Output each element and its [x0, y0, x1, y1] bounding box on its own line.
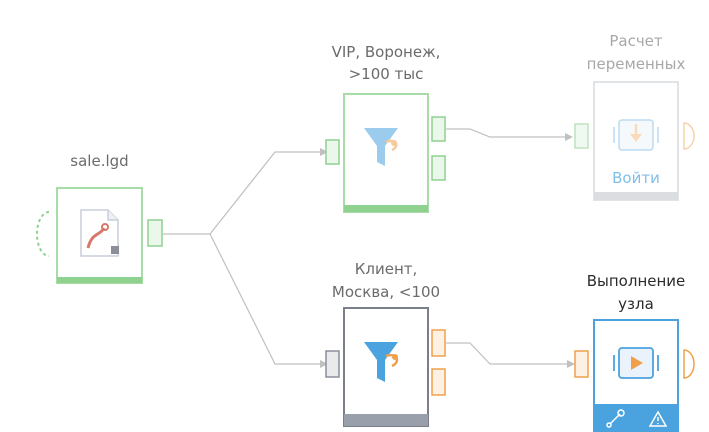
source-output-port[interactable]	[147, 219, 163, 247]
funnel-icon	[364, 128, 398, 166]
vip-node-label-line1: VIP, Воронеж,	[331, 43, 441, 61]
node-calc[interactable]	[574, 81, 695, 201]
vip-output-port-2[interactable]	[431, 155, 446, 181]
arrowhead-execute	[567, 360, 575, 368]
vip-node-label-line2: >100 тыс	[348, 65, 424, 83]
calc-output-port[interactable]	[683, 122, 695, 150]
node-execute[interactable]	[574, 319, 695, 432]
arrowhead-client	[320, 360, 328, 368]
funnel-icon	[364, 342, 399, 382]
client-node-label-line1: Клиент,	[354, 260, 418, 278]
connector-vip-to-calc	[446, 128, 565, 138]
warning-icon[interactable]	[648, 410, 668, 427]
execute-input-port[interactable]	[574, 350, 589, 378]
vip-node-status-bar	[344, 205, 428, 212]
enter-button[interactable]: Войти	[612, 169, 660, 187]
client-node-status-bar	[344, 414, 428, 426]
vip-node-frame	[343, 93, 429, 213]
vip-input-port[interactable]	[325, 139, 340, 165]
document-chart-icon	[80, 209, 119, 257]
client-output-port-2[interactable]	[431, 368, 446, 396]
source-node-label: sale.lgd	[70, 152, 129, 170]
calc-input-port[interactable]	[574, 123, 589, 149]
enter-arrow-icon	[613, 119, 659, 151]
client-node-label-line2: Москва, <100	[331, 283, 441, 301]
client-output-port-1[interactable]	[431, 329, 446, 357]
execute-node-label-line2: узла	[618, 295, 654, 313]
node-filter-vip[interactable]	[325, 93, 446, 213]
play-icon	[613, 347, 659, 379]
source-input-dashed-port	[36, 211, 50, 257]
execute-output-port[interactable]	[683, 349, 695, 379]
vip-output-port-1[interactable]	[431, 116, 446, 142]
calc-node-status-bar	[594, 192, 678, 200]
source-node-status-bar	[57, 277, 142, 283]
connector-source-to-vip	[163, 151, 320, 235]
arrowhead-vip	[320, 148, 328, 156]
node-source[interactable]	[36, 187, 163, 284]
client-node-frame	[343, 307, 429, 427]
execute-node-label-line1: Выполнение	[586, 272, 686, 290]
node-filter-client[interactable]	[325, 307, 446, 427]
connector-client-to-execute	[446, 342, 567, 365]
calc-node-label-line2: переменных	[586, 55, 686, 73]
calc-node-frame	[593, 81, 679, 201]
calc-node-label-line1: Расчет	[609, 32, 663, 50]
client-input-port[interactable]	[325, 350, 340, 378]
execute-node-footer	[594, 404, 678, 432]
arrowhead-calc	[565, 133, 573, 141]
connector-source-to-client	[209, 233, 320, 365]
wrench-icon[interactable]	[606, 409, 625, 428]
